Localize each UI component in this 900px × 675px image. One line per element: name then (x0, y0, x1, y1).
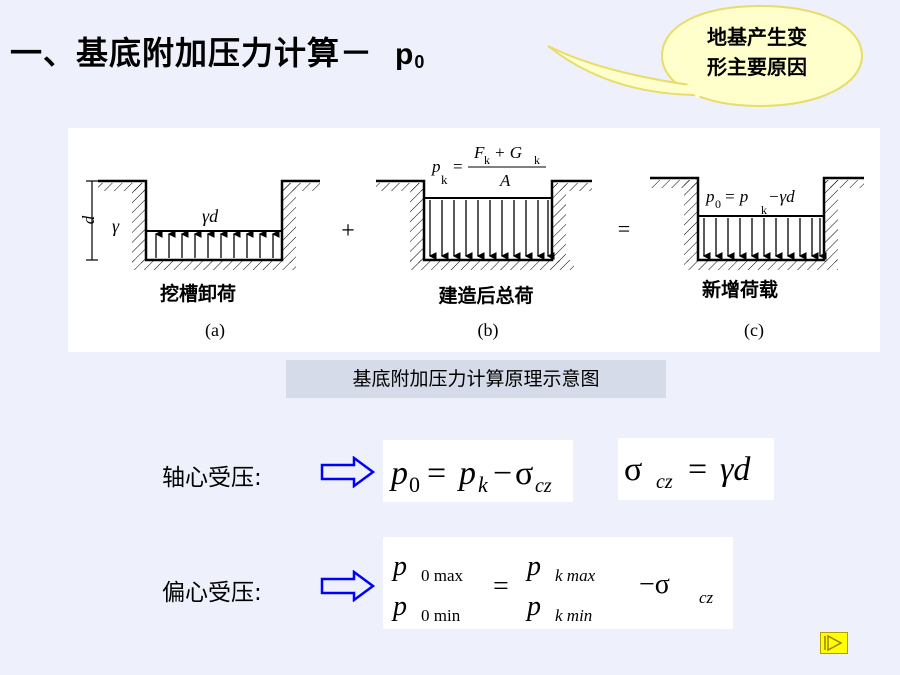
callout-line1: 地基产生变 (707, 25, 807, 49)
svg-text:=: = (493, 571, 509, 602)
svg-text:0: 0 (409, 472, 420, 497)
svg-text:−σ: −σ (639, 569, 670, 600)
eccentric-formula: p 0 max p 0 min = p k max p k min −σ cz (391, 551, 714, 625)
svg-text:A: A (499, 171, 511, 190)
play-icon (824, 634, 843, 652)
panel-c-title: 新增荷载 (702, 278, 778, 301)
svg-text:p: p (391, 591, 407, 622)
formula-c: p 0 = p k −γd (705, 187, 795, 217)
svg-text:+ G: + G (494, 143, 522, 162)
svg-text:0 max: 0 max (421, 566, 464, 585)
svg-text:F: F (473, 143, 485, 162)
panel-b-letter: (b) (478, 320, 499, 341)
equals-operator: = (618, 216, 630, 241)
svg-text:γd: γd (720, 451, 751, 488)
svg-text:k: k (478, 472, 489, 497)
unit-weight-label: γ (112, 216, 120, 236)
eccentric-label: 偏心受压: (162, 580, 262, 606)
load-label: γd (202, 206, 219, 226)
svg-text:=: = (427, 455, 446, 492)
svg-text:cz: cz (699, 588, 714, 607)
svg-text:p: p (525, 551, 541, 582)
figure-panel: d γ γd 挖槽卸荷 (a) + (68, 128, 880, 352)
callout-text: 地基产生变 形主要原因 (672, 22, 842, 82)
axial-arrow-icon (320, 456, 376, 488)
svg-text:k: k (534, 153, 540, 167)
panel-a-title: 挖槽卸荷 (160, 282, 236, 305)
panel-c: p 0 = p k −γd 新增荷载 (c) (650, 176, 864, 341)
svg-text:p: p (391, 551, 407, 582)
svg-text:=: = (688, 451, 707, 488)
svg-text:0: 0 (715, 197, 721, 211)
eccentric-arrow-icon (320, 570, 376, 602)
title-text: 一、基底附加压力计算－ (10, 34, 374, 72)
svg-text:σ: σ (624, 451, 642, 488)
svg-text:k: k (761, 203, 767, 217)
svg-text:p: p (389, 455, 408, 492)
axial-label: 轴心受压: (162, 465, 262, 491)
formula-b: p k = F k + G k A (431, 143, 546, 190)
page-title: 一、基底附加压力计算－ p0 (10, 28, 425, 74)
svg-text:σ: σ (515, 455, 533, 492)
figure-diagram: d γ γd 挖槽卸荷 (a) + (79, 143, 864, 341)
svg-text:p: p (525, 591, 541, 622)
svg-text:= p: = p (724, 187, 748, 206)
svg-text:k max: k max (555, 566, 596, 585)
sigma-formula: σ cz = γd (624, 451, 751, 493)
svg-text:cz: cz (656, 471, 673, 493)
panel-b: p k = F k + G k A 建造后总荷 (b) (376, 143, 592, 341)
axial-formula: p 0 = p k − σ cz (389, 455, 552, 497)
svg-text:k min: k min (555, 606, 592, 625)
svg-text:0 min: 0 min (421, 606, 461, 625)
svg-text:p: p (705, 187, 715, 206)
svg-text:cz: cz (535, 475, 552, 497)
eccentric-formula-box: p 0 max p 0 min = p k max p k min −σ cz (383, 537, 733, 629)
axial-formula-box: p 0 = p k − σ cz (383, 440, 573, 502)
callout-bubble (547, 4, 864, 108)
depth-label: d (79, 215, 98, 224)
svg-text:−: − (493, 455, 512, 492)
figure-caption: 基底附加压力计算原理示意图 (286, 360, 666, 398)
title-symbol: p0 (395, 38, 426, 72)
svg-text:k: k (484, 153, 490, 167)
svg-text:−γd: −γd (768, 187, 795, 206)
panel-a: d γ γd 挖槽卸荷 (a) (79, 179, 320, 341)
svg-text:p: p (457, 455, 476, 492)
svg-text:k: k (441, 172, 448, 187)
svg-text:p: p (431, 157, 441, 176)
callout-line2: 形主要原因 (707, 55, 807, 79)
sigma-formula-box: σ cz = γd (618, 438, 774, 500)
svg-text:=: = (453, 157, 463, 176)
next-slide-button[interactable] (820, 632, 848, 654)
panel-a-letter: (a) (205, 320, 225, 341)
panel-c-letter: (c) (744, 320, 764, 341)
panel-b-title: 建造后总荷 (438, 284, 533, 307)
plus-operator: + (341, 218, 355, 244)
